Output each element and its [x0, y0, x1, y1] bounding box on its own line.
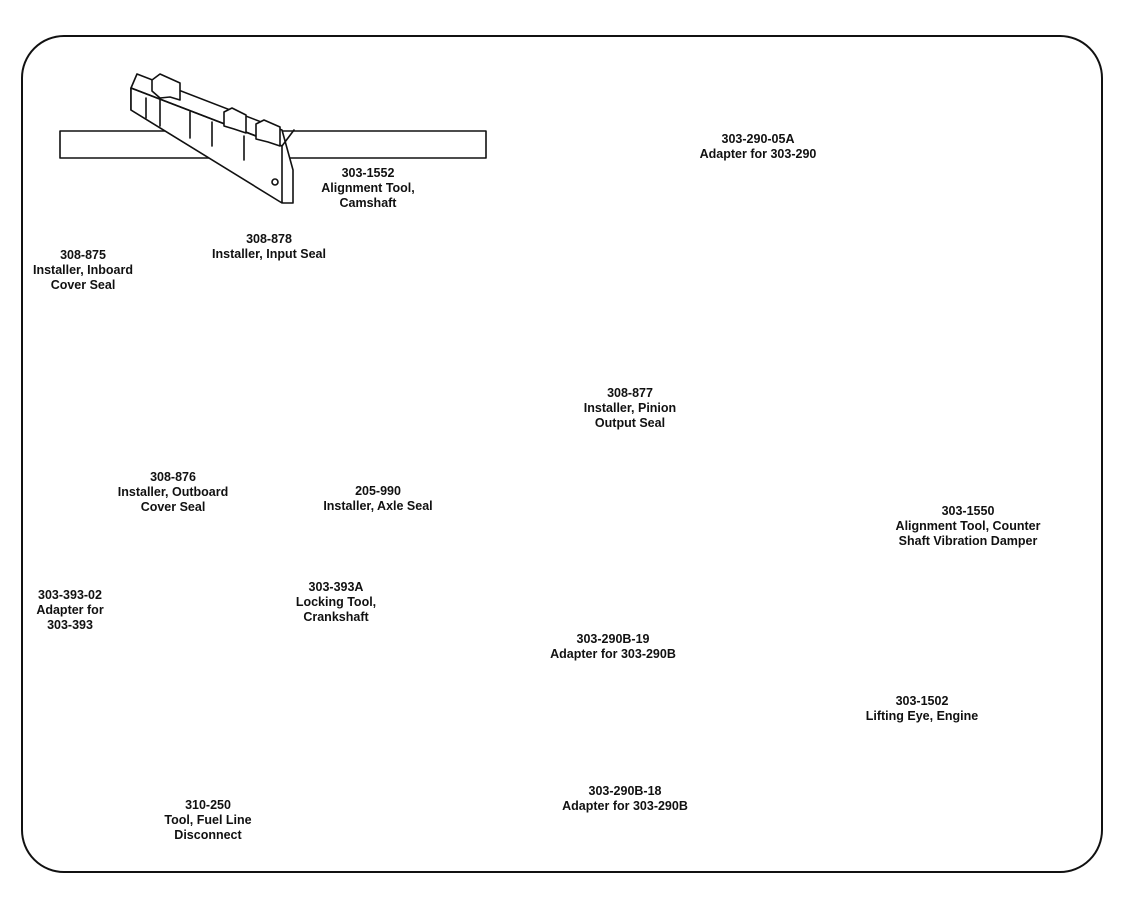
description-line-1: Installer, Outboard [117, 485, 229, 499]
part-number: 303-290B-18 [588, 784, 662, 798]
description-line-1: Installer, Inboard [32, 263, 134, 277]
part-number: 308-878 [246, 232, 292, 246]
label-308-877: 308-877 Installer, Pinion Output Seal [568, 386, 692, 431]
label-303-1502: 303-1502 Lifting Eye, Engine [852, 694, 992, 724]
description-line-2: Crankshaft [303, 610, 369, 624]
description-line-1: Locking Tool, [295, 595, 377, 609]
part-number: 308-875 [60, 248, 106, 262]
camshaft-alignment-tool-illustration [60, 74, 486, 203]
description-line-1: Alignment Tool, [321, 181, 415, 195]
label-308-876: 308-876 Installer, Outboard Cover Seal [102, 470, 244, 515]
description-line-1: Installer, Axle Seal [323, 499, 433, 513]
description-line-2: Shaft Vibration Damper [898, 534, 1038, 548]
description-line-1: Lifting Eye, Engine [865, 709, 979, 723]
part-number: 310-250 [185, 798, 231, 812]
label-303-290b-18: 303-290B-18 Adapter for 303-290B [540, 784, 710, 814]
part-number: 303-1550 [941, 504, 995, 518]
label-205-990: 205-990 Installer, Axle Seal [306, 484, 450, 514]
part-number: 303-1552 [341, 166, 395, 180]
description-line-1: Tool, Fuel Line [164, 813, 252, 827]
description-line-1: Adapter for [36, 603, 104, 617]
label-303-1550: 303-1550 Alignment Tool, Counter Shaft V… [878, 504, 1058, 549]
label-310-250: 310-250 Tool, Fuel Line Disconnect [156, 798, 260, 843]
description-line-2: Disconnect [174, 828, 242, 842]
label-303-290-05a: 303-290-05A Adapter for 303-290 [686, 132, 830, 162]
description-line-2: Output Seal [594, 416, 666, 430]
part-number: 303-290-05A [721, 132, 795, 146]
label-303-1552: 303-1552 Alignment Tool, Camshaft [308, 166, 428, 211]
label-303-290b-19: 303-290B-19 Adapter for 303-290B [530, 632, 696, 662]
description-line-2: Camshaft [339, 196, 397, 210]
part-number: 303-1502 [895, 694, 949, 708]
description-line-1: Adapter for 303-290 [699, 147, 817, 161]
label-308-875: 308-875 Installer, Inboard Cover Seal [20, 248, 146, 293]
description-line-1: Adapter for 303-290B [550, 647, 676, 661]
description-line-2: Cover Seal [50, 278, 116, 292]
description-line-1: Installer, Pinion [583, 401, 677, 415]
part-number: 303-393-02 [38, 588, 102, 602]
label-308-878: 308-878 Installer, Input Seal [196, 232, 342, 262]
label-303-393a: 303-393A Locking Tool, Crankshaft [284, 580, 388, 625]
part-number: 308-876 [150, 470, 196, 484]
part-number: 205-990 [355, 484, 401, 498]
description-line-2: 303-393 [47, 618, 93, 632]
part-number: 308-877 [607, 386, 653, 400]
description-line-2: Cover Seal [140, 500, 206, 514]
description-line-1: Adapter for 303-290B [562, 799, 688, 813]
description-line-1: Installer, Input Seal [212, 247, 326, 261]
part-number: 303-290B-19 [576, 632, 650, 646]
description-line-1: Alignment Tool, Counter [895, 519, 1041, 533]
outer-frame [22, 36, 1102, 872]
label-303-393-02: 303-393-02 Adapter for 303-393 [20, 588, 120, 633]
part-number: 303-393A [308, 580, 364, 594]
